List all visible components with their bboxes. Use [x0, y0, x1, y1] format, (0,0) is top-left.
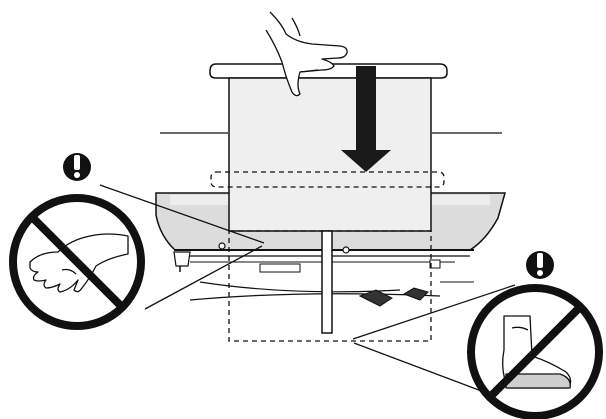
dashed-outlines [210, 171, 445, 342]
warning-exclamation-right [526, 251, 554, 279]
push-rod [321, 230, 333, 334]
hand-pushing-icon [265, 11, 348, 97]
warning-exclamation-left [63, 153, 91, 181]
exclamation-icon [537, 253, 543, 268]
container-lid [209, 63, 448, 79]
no-foot-icon [467, 284, 603, 419]
exclamation-icon [74, 155, 80, 170]
callout-connectors [99, 184, 516, 399]
down-arrow-icon [341, 66, 391, 172]
container-body [228, 77, 432, 232]
no-hand-icon [9, 194, 145, 330]
